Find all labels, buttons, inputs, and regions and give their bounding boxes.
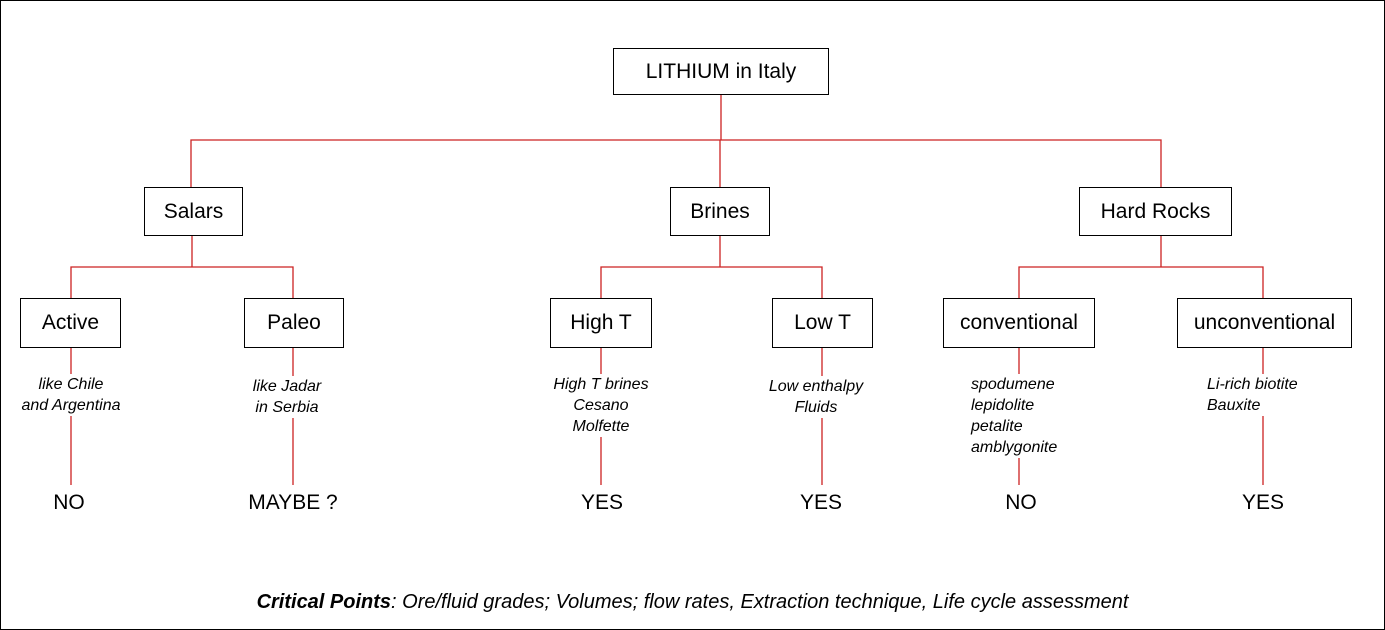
outcome-high-t: YES xyxy=(580,491,624,514)
node-hard-rocks: Hard Rocks xyxy=(1079,187,1232,236)
node-high-t: High T xyxy=(550,298,652,348)
note-unconventional: Li-rich biotite Bauxite xyxy=(1207,374,1298,416)
connector-root xyxy=(190,94,1162,187)
footer-text: : Ore/fluid grades; Volumes; flow rates,… xyxy=(391,591,1129,613)
node-active: Active xyxy=(20,298,121,348)
connector-brines xyxy=(600,235,823,298)
outcome-conventional: NO xyxy=(1005,491,1037,514)
node-conventional: conventional xyxy=(943,298,1095,348)
node-brines: Brines xyxy=(670,187,770,236)
note-conventional: spodumene lepidolite petalite amblygonit… xyxy=(971,374,1058,458)
note-line: Li-rich biotite xyxy=(1207,376,1298,393)
node-paleo: Paleo xyxy=(244,298,344,348)
note-active: like Chile and Argentina xyxy=(21,374,121,416)
connector-salars xyxy=(70,235,294,298)
node-low-t: Low T xyxy=(772,298,873,348)
note-low-t: Low enthalpy Fluids xyxy=(768,376,864,418)
note-paleo: like Jadar in Serbia xyxy=(252,376,322,418)
footer-bold: Critical Points xyxy=(256,591,392,613)
note-line: Cesano xyxy=(573,397,629,414)
note-line: Low enthalpy xyxy=(768,378,864,395)
outcome-active: NO xyxy=(53,491,85,514)
note-line: lepidolite xyxy=(971,397,1035,414)
note-line: amblygonite xyxy=(971,439,1058,456)
note-line: High T brines xyxy=(553,376,649,393)
note-line: Fluids xyxy=(794,399,838,416)
node-salars: Salars xyxy=(144,187,243,236)
note-line: Molfette xyxy=(572,418,630,435)
note-line: and Argentina xyxy=(21,397,121,414)
outcome-paleo: MAYBE ? xyxy=(248,491,338,514)
outcome-unconventional: YES xyxy=(1241,491,1285,514)
node-unconventional: unconventional xyxy=(1177,298,1352,348)
note-line: petalite xyxy=(971,418,1023,435)
note-line: in Serbia xyxy=(255,399,319,416)
note-line: like Jadar xyxy=(252,378,322,395)
outcome-low-t: YES xyxy=(799,491,843,514)
note-high-t: High T brines Cesano Molfette xyxy=(553,374,649,437)
connector-hardrocks xyxy=(1018,235,1264,298)
note-line: like Chile xyxy=(38,376,104,393)
connector-leaves xyxy=(70,347,1264,485)
root-node: LITHIUM in Italy xyxy=(613,48,829,95)
note-line: spodumene xyxy=(971,376,1055,393)
footer-critical-points: Critical Points: Ore/fluid grades; Volum… xyxy=(1,591,1384,614)
note-line: Bauxite xyxy=(1207,397,1261,414)
